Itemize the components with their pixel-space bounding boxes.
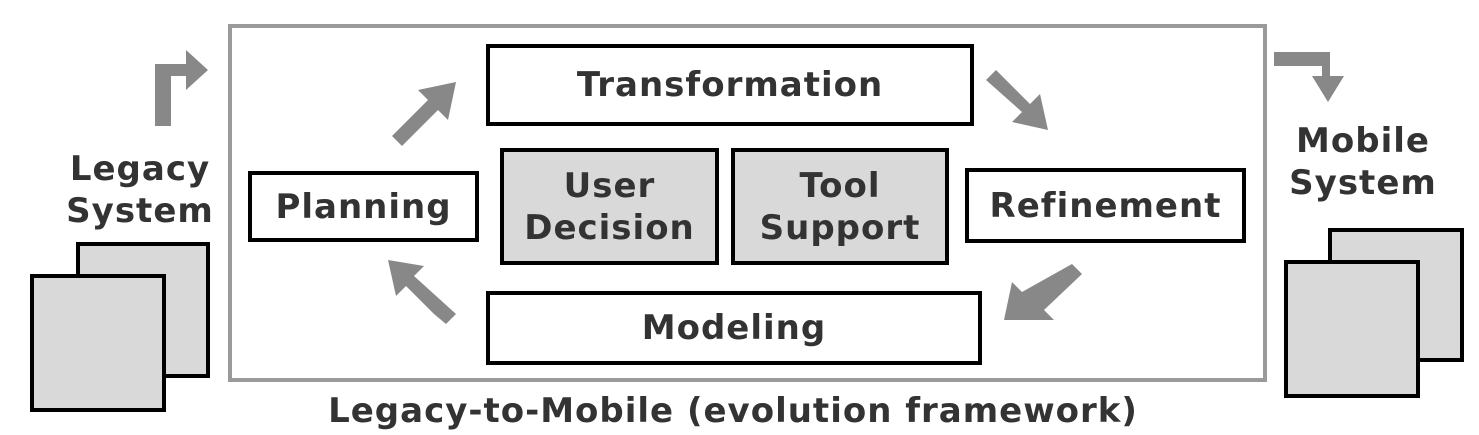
framework-to-mobile-arrow-icon — [1274, 52, 1344, 102]
transformation-to-refinement-arrow-icon — [986, 70, 1048, 130]
legacy-document-front — [30, 274, 166, 412]
legacy-line1: Legacy — [69, 149, 211, 189]
modeling-to-planning-arrow-icon — [388, 260, 456, 324]
refinement-box: Refinement — [965, 168, 1246, 243]
user-decision-line1: User — [563, 165, 656, 206]
refinement-to-modeling-arrow-icon — [1004, 264, 1082, 320]
planning-to-transformation-arrow-icon — [392, 82, 456, 146]
tool-support-box: Tool Support — [731, 148, 949, 265]
transformation-box: Transformation — [486, 44, 974, 126]
user-decision-line2: Decision — [524, 207, 695, 248]
legacy-system-label: Legacy System — [40, 148, 240, 236]
modeling-label: Modeling — [641, 308, 827, 348]
legacy-line2: System — [66, 191, 214, 231]
mobile-document-stack-icon — [1282, 226, 1468, 400]
mobile-document-front — [1284, 260, 1420, 398]
legacy-document-stack-icon — [28, 238, 212, 414]
user-decision-box: User Decision — [500, 148, 719, 265]
planning-label: Planning — [275, 186, 452, 227]
framework-caption: Legacy-to-Mobile (evolution framework) — [328, 391, 1138, 431]
transformation-label: Transformation — [576, 65, 884, 105]
refinement-label: Refinement — [989, 185, 1222, 226]
mobile-line2: System — [1289, 163, 1437, 203]
modeling-box: Modeling — [486, 291, 982, 365]
tool-support-line1: Tool — [799, 165, 881, 206]
tool-support-line2: Support — [759, 207, 921, 248]
mobile-system-label: Mobile System — [1263, 120, 1463, 208]
legacy-to-framework-arrow-icon — [155, 50, 208, 126]
mobile-line1: Mobile — [1296, 121, 1430, 161]
planning-box: Planning — [248, 171, 479, 242]
